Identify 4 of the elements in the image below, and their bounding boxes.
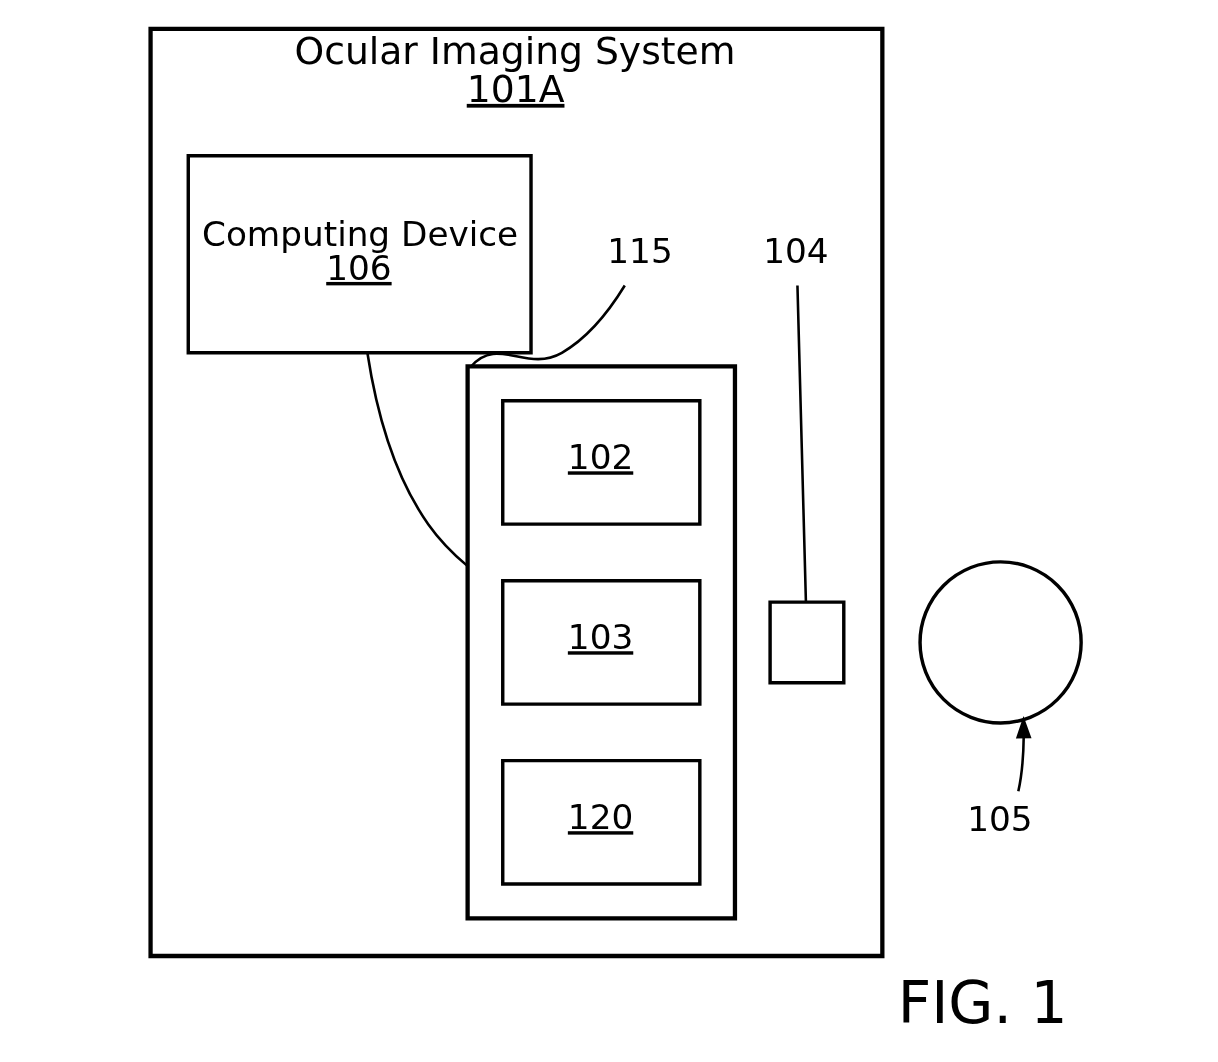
node-text: 104 <box>763 230 829 271</box>
caption: FIG. 1 <box>897 969 1068 1038</box>
node-text: 105 <box>967 798 1033 839</box>
node-text: 115 <box>607 230 673 271</box>
